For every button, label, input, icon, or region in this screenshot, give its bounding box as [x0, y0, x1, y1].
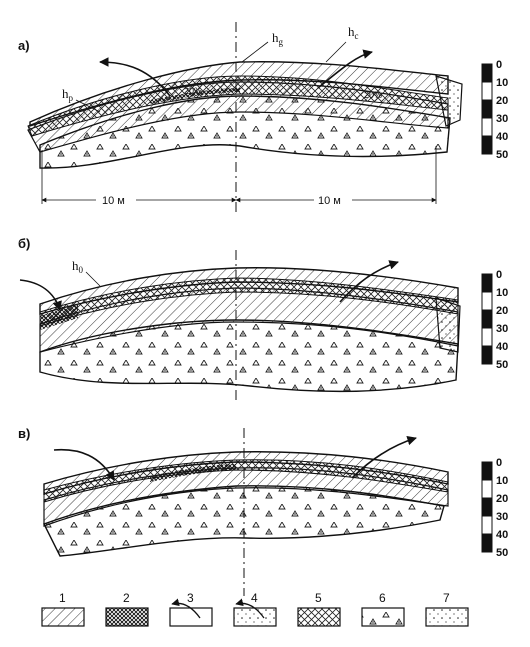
scale-segment [481, 497, 493, 517]
panel-a: а) 10 м 10 м hg hc hp 20% 20% [18, 22, 463, 212]
legend-label-6: 6 [379, 591, 386, 605]
legend: 1 2 3 4 5 6 7 [41, 591, 469, 627]
panel-a-label-hg: hg [272, 30, 284, 47]
panel-a-layer-7 [435, 75, 463, 127]
scale-bar: 0 10 20 30 40 50 [481, 269, 508, 371]
scale-segment [481, 99, 493, 119]
scale-segment [481, 533, 493, 553]
scale-segment [481, 135, 493, 155]
panel-a-leader [325, 41, 347, 63]
legend-arrow-4 [235, 598, 265, 619]
panel-a-label-hc: hc [348, 24, 359, 41]
scale-tick-label: 50 [496, 359, 508, 371]
panel-a-layer-2 [150, 88, 240, 104]
panel-b-leader [85, 271, 101, 287]
panel-c: в) [18, 426, 449, 596]
panel-b-flow-arrow [339, 260, 399, 303]
scale-tick-label: 40 [496, 529, 508, 541]
scale-tick-label: 30 [496, 113, 508, 125]
legend-swatch-1 [41, 607, 85, 627]
legend-arrow-3 [171, 598, 201, 619]
scale-tick-label: 40 [496, 341, 508, 353]
legend-swatch-5 [297, 607, 341, 627]
panel-a-leader [75, 99, 101, 113]
scale-segment [481, 273, 493, 293]
panel-b-label-h0: h0 [72, 258, 84, 275]
legend-label-7: 7 [443, 591, 450, 605]
scale-segment [481, 309, 493, 329]
panel-a-dim-right: 10 м [318, 195, 341, 207]
scale-tick-label: 50 [496, 547, 508, 559]
panel-a-flow-arrow [99, 57, 171, 97]
scale-tick-label: 20 [496, 95, 508, 107]
scale-segment [481, 291, 493, 311]
panel-c-label: в) [18, 426, 30, 441]
panel-c-flow-arrow [53, 448, 115, 481]
panel-b: б) h0 [18, 236, 461, 400]
panel-b-layer-top [39, 267, 459, 315]
scale-segment [481, 461, 493, 481]
scale-tick-label: 40 [496, 131, 508, 143]
scale-tick-label: 10 [496, 77, 508, 89]
panel-a-pct-right: 20% [364, 90, 382, 100]
scale-bars: 0 10 20 30 40 50 0 10 20 30 40 50 0 10 20 30 40 50 [481, 59, 508, 559]
legend-swatch-7 [425, 607, 469, 627]
legend-label-2: 2 [123, 591, 130, 605]
scale-segment [481, 81, 493, 101]
scale-tick-label: 30 [496, 323, 508, 335]
scale-bar: 0 10 20 30 40 50 [481, 457, 508, 559]
scale-bar: 0 10 20 30 40 50 [481, 59, 508, 161]
scale-tick-label: 20 [496, 305, 508, 317]
legend-swatch-2 [105, 607, 149, 627]
legend-swatch-4 [233, 607, 277, 627]
scale-tick-label: 0 [496, 59, 502, 71]
scale-segment [481, 327, 493, 347]
panel-b-layer-2 [40, 304, 78, 330]
scale-tick-label: 30 [496, 511, 508, 523]
scale-tick-label: 0 [496, 269, 502, 281]
legend-swatch-3 [169, 607, 213, 627]
scale-tick-label: 20 [496, 493, 508, 505]
panel-a-pct-left: 20% [184, 86, 202, 96]
scale-tick-label: 10 [496, 287, 508, 299]
panel-b-flow-arrow [19, 279, 62, 311]
legend-swatch-6 [361, 607, 405, 627]
legend-label-4: 4 [251, 591, 258, 605]
panel-a-flow-arrow [317, 49, 373, 89]
panel-b-layer-7 [435, 297, 461, 353]
panel-b-label: б) [18, 236, 30, 251]
scale-segment [481, 117, 493, 137]
panel-a-leader [241, 41, 269, 63]
scale-segment [481, 63, 493, 83]
panel-a-dim-left: 10 м [102, 195, 125, 207]
legend-label-1: 1 [59, 591, 66, 605]
scale-segment [481, 479, 493, 499]
panel-c-layer-2 [150, 464, 236, 482]
legend-label-3: 3 [187, 591, 194, 605]
panel-c-flow-arrow [351, 435, 417, 479]
scale-segment [481, 345, 493, 365]
panel-c-layer-top [43, 451, 449, 495]
legend-label-5: 5 [315, 591, 322, 605]
scale-tick-label: 50 [496, 149, 508, 161]
scale-segment [481, 515, 493, 535]
panel-a-label-hp: hp [62, 86, 74, 103]
scale-tick-label: 10 [496, 475, 508, 487]
scale-tick-label: 0 [496, 457, 502, 469]
panel-a-label: а) [18, 38, 30, 53]
